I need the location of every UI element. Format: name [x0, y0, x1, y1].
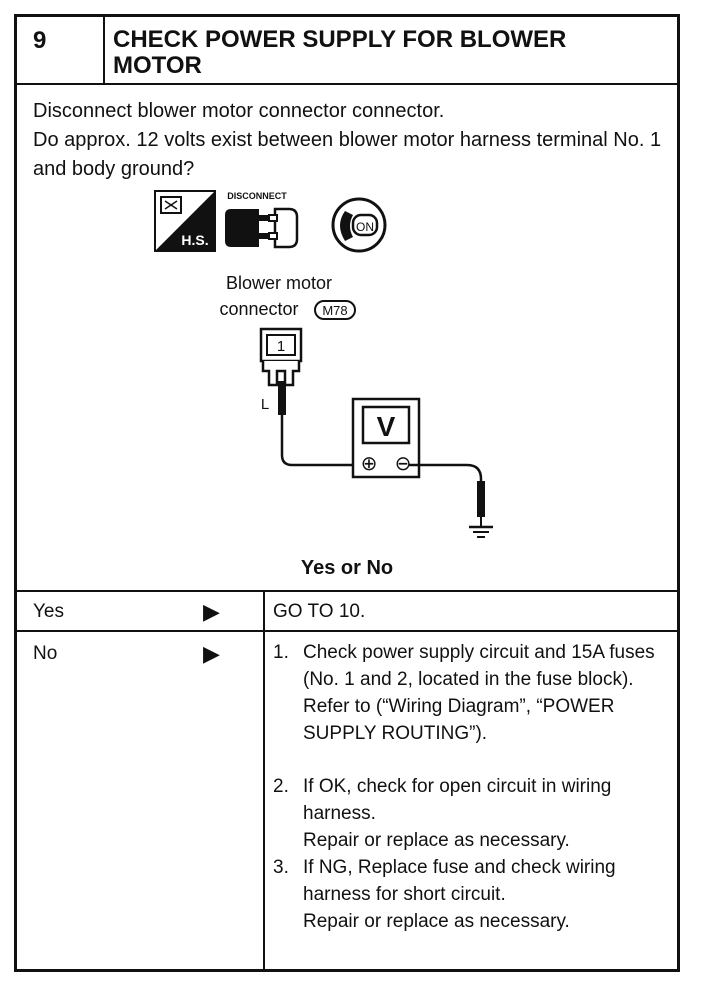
step-text: If NG, Replace fuse and check wiring har…	[303, 857, 616, 905]
step-note: Repair or replace as necessary.	[303, 830, 570, 851]
no-arrow-icon: ▶	[203, 641, 220, 666]
disconnect-label: DISCONNECT	[227, 191, 287, 201]
yes-or-no-prompt: Yes or No	[300, 557, 394, 579]
yes-action: GO TO 10.	[273, 601, 366, 622]
step-text: If OK, check for open circuit in wiring …	[303, 776, 612, 824]
list-item: 1. Check power supply circuit and 15A fu…	[273, 642, 655, 744]
terminal-number: 1	[277, 338, 285, 355]
connector-id-badge	[314, 300, 356, 320]
step-title: CHECK POWER SUPPLY FOR BLOWER MOTOR	[113, 26, 567, 79]
procedure-frame: 9 CHECK POWER SUPPLY FOR BLOWER MOTOR Di…	[14, 14, 680, 972]
no-action-steps: 1. Check power supply circuit and 15A fu…	[273, 639, 673, 935]
voltage-check-diagram: H.S. DISCONNECT ON Blower motor connecto…	[154, 190, 493, 538]
ignition-label: ON	[356, 220, 374, 234]
connector-id: M78	[322, 303, 347, 318]
step-reference: Refer to (“Wiring Diagram”, “POWER SUPPL…	[303, 696, 615, 744]
header-divider	[103, 17, 105, 83]
step-text: Check power supply circuit and 15A fuses…	[303, 642, 655, 690]
negative-lead	[409, 463, 483, 485]
ground-symbol	[469, 517, 493, 538]
harness-side-icon: H.S.	[154, 190, 216, 252]
yes-no-rule	[17, 630, 677, 632]
step-number: 9	[33, 27, 47, 54]
ignition-on-icon: ON	[331, 197, 387, 253]
plus-terminal: ⊕	[361, 451, 378, 475]
wire-color-label: L	[261, 396, 269, 413]
instruction-line-2: Do approx. 12 volts exist between blower…	[33, 129, 662, 180]
answers-column-divider	[263, 590, 265, 972]
connector-label-line2: connector	[219, 299, 298, 319]
no-label: No	[33, 643, 58, 664]
disconnect-icon: DISCONNECT	[225, 191, 299, 249]
instruction-line-1: Disconnect blower motor connector connec…	[33, 100, 445, 122]
voltmeter: V ⊕ ⊖	[351, 397, 421, 479]
connector-label-line1: Blower motor	[226, 273, 332, 293]
answers-top-rule	[17, 590, 677, 592]
yes-arrow-icon: ▶	[203, 599, 220, 624]
positive-probe	[278, 381, 286, 415]
list-item: 3. If NG, Replace fuse and check wiring …	[273, 857, 616, 932]
negative-probe	[477, 481, 485, 517]
instruction-text: Disconnect blower motor connector connec…	[33, 97, 669, 184]
step-note: Repair or replace as necessary.	[303, 911, 570, 932]
list-item: 2. If OK, check for open circuit in wiri…	[273, 776, 612, 851]
hs-label: H.S.	[181, 232, 208, 248]
yes-label: Yes	[33, 601, 64, 622]
blower-motor-connector: 1	[259, 327, 303, 387]
positive-lead	[280, 415, 367, 467]
header-rule	[17, 83, 677, 85]
meter-label: V	[377, 411, 396, 442]
minus-terminal: ⊖	[395, 451, 412, 475]
